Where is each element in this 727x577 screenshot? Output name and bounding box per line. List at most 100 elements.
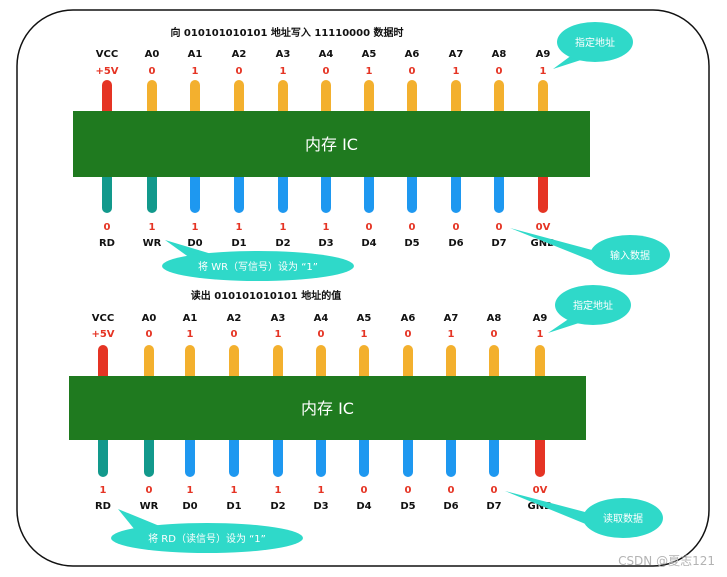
top-pin-value-a0: 0: [149, 66, 156, 77]
top-pin-name-a1: A1: [188, 49, 203, 60]
pin-rd: [98, 432, 108, 477]
top-pin-name-a2: A2: [227, 313, 242, 324]
control-callout-bubble: [162, 251, 354, 281]
bottom-pin-name-d5: D5: [404, 238, 419, 249]
data-callout: 输入数据: [510, 228, 670, 275]
top-pin-value-a0: 0: [146, 329, 153, 340]
top-pin-value-a6: 0: [405, 329, 412, 340]
bottom-pin-name-wr: WR: [143, 238, 162, 249]
pin-a8: [489, 345, 499, 384]
address-callout-text: 指定地址: [573, 299, 613, 312]
bottom-pin-name-rd: RD: [99, 238, 115, 249]
bottom-pin-name-rd: RD: [95, 501, 111, 512]
control-callout: 将 RD（读信号）设为 “1”: [111, 509, 303, 553]
data-callout: 读取数据: [505, 491, 663, 538]
bottom-pin-name-d3: D3: [313, 501, 328, 512]
bottom-pin-value-d1: 1: [236, 222, 243, 233]
pin-d5: [407, 169, 417, 213]
pin-a2: [234, 80, 244, 119]
pin-d2: [273, 432, 283, 477]
pin-rd: [102, 169, 112, 213]
address-callout-bubble: [555, 285, 631, 325]
top-pin-name-a6: A6: [405, 49, 420, 60]
bottom-pin-name-d2: D2: [275, 238, 290, 249]
data-callout-tail: [505, 491, 588, 525]
top-pin-value-a2: 0: [231, 329, 238, 340]
top-pin-value-a5: 1: [361, 329, 368, 340]
top-pin-name-a0: A0: [142, 313, 157, 324]
bottom-pin-value-d0: 1: [187, 485, 194, 496]
bottom-pin-value-wr: 0: [146, 485, 153, 496]
bottom-pin-value-gnd: 0V: [536, 222, 551, 233]
bottom-pin-value-d7: 0: [491, 485, 498, 496]
top-pin-value-a1: 1: [192, 66, 199, 77]
pin-d4: [359, 432, 369, 477]
pin-a2: [229, 345, 239, 384]
control-callout-bubble: [111, 523, 303, 553]
top-pin-name-a4: A4: [319, 49, 334, 60]
chip-label: 内存 IC: [305, 135, 358, 154]
memory-ic-chip: [73, 111, 590, 177]
bottom-pin-value-rd: 0: [104, 222, 111, 233]
bottom-pin-name-d3: D3: [318, 238, 333, 249]
pin-d6: [446, 432, 456, 477]
top-pin-name-a3: A3: [271, 313, 286, 324]
top-pin-name-a9: A9: [536, 49, 551, 60]
pin-d1: [234, 169, 244, 213]
top-pin-name-vcc: VCC: [92, 313, 114, 324]
pin-d7: [494, 169, 504, 213]
read-section: 读出 010101010101 地址的值VCC+5VA00A11A20A31A4…: [69, 285, 663, 553]
bottom-pin-name-d0: D0: [187, 238, 202, 249]
top-pin-value-a4: 0: [318, 329, 325, 340]
top-pin-value-a8: 0: [491, 329, 498, 340]
pin-a4: [316, 345, 326, 384]
pin-a6: [407, 80, 417, 119]
bottom-pin-name-d6: D6: [448, 238, 463, 249]
pin-d4: [364, 169, 374, 213]
data-callout-bubble: [583, 498, 663, 538]
address-callout-text: 指定地址: [575, 36, 615, 49]
pin-a9: [535, 345, 545, 384]
pin-gnd: [535, 432, 545, 477]
top-pin-value-vcc: +5V: [91, 329, 114, 340]
bottom-pin-value-d4: 0: [366, 222, 373, 233]
top-pin-value-a9: 1: [540, 66, 547, 77]
control-callout-text: 将 WR（写信号）设为 “1”: [198, 261, 318, 273]
bottom-pin-value-d2: 1: [280, 222, 287, 233]
top-pin-name-a5: A5: [362, 49, 377, 60]
top-pin-name-a5: A5: [357, 313, 372, 324]
pin-d5: [403, 432, 413, 477]
top-pin-name-vcc: VCC: [96, 49, 118, 60]
top-pin-name-a9: A9: [533, 313, 548, 324]
pin-a5: [359, 345, 369, 384]
pin-a7: [451, 80, 461, 119]
pin-d6: [451, 169, 461, 213]
pin-d2: [278, 169, 288, 213]
top-pin-name-a1: A1: [183, 313, 198, 324]
pin-d7: [489, 432, 499, 477]
address-callout-bubble: [557, 22, 633, 62]
outer-frame: [16, 9, 710, 567]
pin-a1: [190, 80, 200, 119]
bottom-pin-name-d4: D4: [361, 238, 376, 249]
bottom-pin-name-wr: WR: [140, 501, 159, 512]
pin-a5: [364, 80, 374, 119]
bottom-pin-name-d4: D4: [356, 501, 371, 512]
pin-d3: [316, 432, 326, 477]
top-pin-value-a2: 0: [236, 66, 243, 77]
bottom-pin-value-d6: 0: [448, 485, 455, 496]
pin-a3: [278, 80, 288, 119]
top-pin-name-a0: A0: [145, 49, 160, 60]
top-pin-name-a2: A2: [232, 49, 247, 60]
address-callout: 指定地址: [553, 22, 633, 69]
pin-vcc: [102, 80, 112, 119]
pin-d0: [185, 432, 195, 477]
control-callout-tail: [118, 509, 162, 530]
pin-a6: [403, 345, 413, 384]
top-pin-name-a4: A4: [314, 313, 329, 324]
top-pin-value-a7: 1: [453, 66, 460, 77]
top-pin-name-a8: A8: [492, 49, 507, 60]
pin-a3: [273, 345, 283, 384]
